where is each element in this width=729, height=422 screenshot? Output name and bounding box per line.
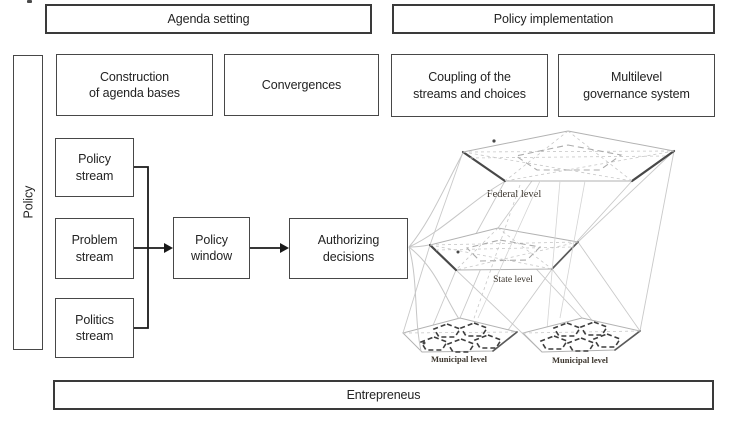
convergences-label: Convergences — [261, 77, 342, 92]
policy-stream-box: Policy stream — [55, 138, 134, 197]
municipal-level-left-label: Municipal level — [431, 354, 488, 364]
entrepreneus-banner: Entrepreneus — [53, 380, 714, 410]
scan-artifact — [27, 0, 32, 3]
authorizing-decisions-label: Authorizing decisions — [317, 233, 380, 264]
decisions-to-levels-brace-curves — [408, 152, 505, 352]
federal-municipal-long-lines — [469, 180, 586, 353]
convergences-box: Convergences — [224, 54, 379, 116]
problem-stream-box: Problem stream — [55, 218, 134, 279]
politics-stream-label: Politics stream — [75, 312, 114, 343]
federal-level-label: Federal level — [487, 189, 542, 200]
arrowhead-icon — [164, 243, 173, 253]
politics-stream-box: Politics stream — [55, 298, 134, 358]
policy-sidebar-label: Policy — [20, 186, 35, 219]
federal-level-pentagon — [461, 130, 676, 183]
state-level-pentagon — [428, 227, 580, 272]
construction-of-agenda-bases-box: Construction of agenda bases — [56, 54, 213, 116]
policy-implementation-label: Policy implementation — [493, 11, 614, 26]
policy-window-label: Policy window — [190, 232, 233, 263]
municipal-level-left-pentagon — [402, 317, 519, 353]
municipal-level-right-label: Municipal level — [552, 355, 609, 365]
entrepreneus-label: Entrepreneus — [346, 387, 421, 402]
coupling-streams-choices-box: Coupling of the streams and choices — [391, 54, 548, 117]
agenda-setting-banner: Agenda setting — [45, 4, 372, 34]
policy-implementation-banner: Policy implementation — [392, 4, 715, 34]
policy-window-box: Policy window — [173, 217, 250, 279]
problem-stream-label: Problem stream — [71, 233, 118, 264]
streams-merge-connector — [134, 166, 149, 329]
coupling-label: Coupling of the streams and choices — [413, 70, 526, 101]
arrowhead-icon — [280, 243, 289, 253]
policy-sidebar: Policy — [13, 55, 43, 350]
municipal-level-right-pentagon — [522, 317, 642, 353]
authorizing-decisions-box: Authorizing decisions — [289, 218, 408, 279]
state-municipal-cone-lines — [402, 227, 641, 353]
policy-stream-label: Policy stream — [75, 152, 114, 183]
state-level-label: State level — [493, 275, 533, 285]
multilevel-label: Multilevel governance system — [583, 70, 690, 101]
federal-state-cone-lines — [429, 130, 675, 332]
construction-label: Construction of agenda bases — [89, 69, 180, 100]
multilevel-governance-box: Multilevel governance system — [558, 54, 715, 117]
agenda-setting-label: Agenda setting — [167, 11, 250, 26]
